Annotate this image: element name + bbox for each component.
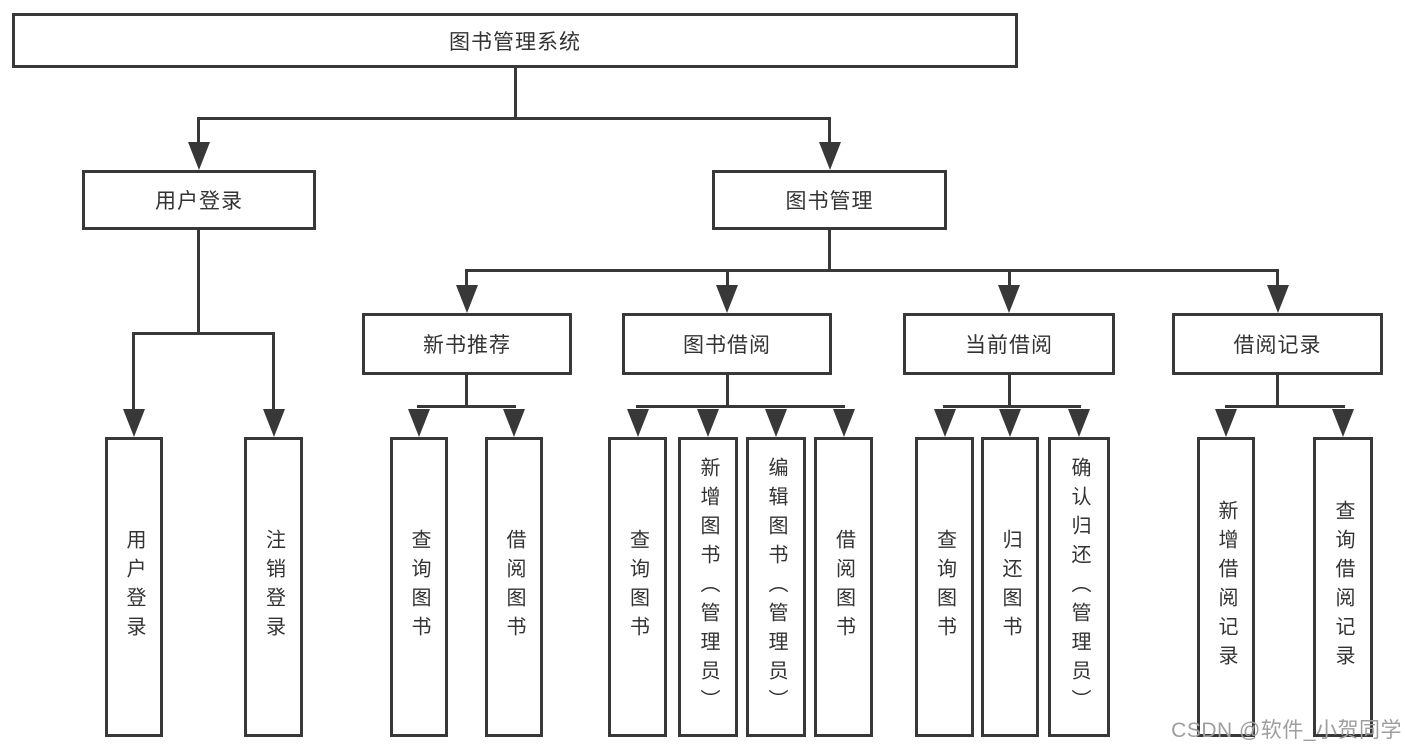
arrow-down-icon bbox=[188, 142, 210, 170]
arrow-down-icon bbox=[833, 409, 855, 437]
arrow-down-icon bbox=[819, 142, 841, 170]
leaf-add-book-admin-label: 新增图书（管理员） bbox=[697, 456, 719, 718]
connector-drop bbox=[726, 269, 729, 287]
leaf-add-borrow-record: 新增借阅记录 bbox=[1197, 437, 1255, 737]
leaf-logout: 注销登录 bbox=[244, 437, 303, 737]
arrow-down-icon bbox=[1215, 409, 1237, 437]
connector-bar bbox=[417, 405, 516, 408]
connector-drop bbox=[1276, 269, 1279, 287]
connector-drop bbox=[828, 117, 831, 145]
leaf-user-login: 用户登录 bbox=[105, 437, 163, 737]
watermark: CSDN @软件_小贺同学 bbox=[1171, 719, 1402, 742]
arrow-down-icon bbox=[934, 409, 956, 437]
leaf-query-books-borrow: 查询图书 bbox=[608, 437, 667, 737]
connector-drop bbox=[132, 332, 135, 410]
connector-drop bbox=[197, 117, 200, 145]
node-root: 图书管理系统 bbox=[12, 13, 1018, 68]
arrow-down-icon bbox=[408, 409, 430, 437]
connector-user-login-stem bbox=[197, 230, 200, 335]
connector-level1-bar bbox=[197, 117, 831, 120]
node-current-borrow: 当前借阅 bbox=[903, 313, 1115, 375]
leaf-query-borrow-record: 查询借阅记录 bbox=[1313, 437, 1373, 737]
node-borrow-record: 借阅记录 bbox=[1172, 313, 1383, 375]
leaf-confirm-return-admin-label: 确认归还（管理员） bbox=[1068, 456, 1090, 718]
leaf-edit-book-admin: 编辑图书（管理员） bbox=[746, 437, 806, 737]
node-user-login: 用户登录 bbox=[82, 170, 316, 230]
connector-stem bbox=[726, 375, 729, 408]
arrow-down-icon bbox=[697, 409, 719, 437]
leaf-return-book-label: 归还图书 bbox=[999, 529, 1021, 645]
leaf-add-book-admin: 新增图书（管理员） bbox=[678, 437, 738, 737]
node-borrow-record-label: 借阅记录 bbox=[1233, 334, 1322, 357]
leaf-logout-label: 注销登录 bbox=[262, 529, 285, 645]
arrow-down-icon bbox=[123, 409, 145, 437]
connector-drop bbox=[272, 332, 275, 410]
leaf-add-borrow-record-label: 新增借阅记录 bbox=[1215, 500, 1237, 674]
arrow-down-icon bbox=[716, 285, 738, 313]
arrow-down-icon bbox=[1332, 409, 1354, 437]
leaf-confirm-return-admin: 确认归还（管理员） bbox=[1048, 437, 1110, 737]
leaf-query-books-current: 查询图书 bbox=[915, 437, 974, 737]
connector-stem bbox=[1276, 375, 1279, 408]
arrow-down-icon bbox=[503, 409, 525, 437]
leaf-query-books-recommend: 查询图书 bbox=[390, 437, 448, 737]
connector-stem bbox=[1008, 375, 1011, 408]
leaf-borrow-books-label: 借阅图书 bbox=[832, 529, 855, 645]
leaf-user-login-label: 用户登录 bbox=[123, 529, 145, 645]
arrow-down-icon bbox=[456, 285, 478, 313]
connector-user-login-bar bbox=[132, 332, 275, 335]
leaf-query-borrow-record-label: 查询借阅记录 bbox=[1332, 500, 1354, 674]
leaf-return-book: 归还图书 bbox=[981, 437, 1039, 737]
arrow-down-icon bbox=[999, 409, 1021, 437]
node-book-borrow-label: 图书借阅 bbox=[683, 334, 771, 357]
arrow-down-icon bbox=[1068, 409, 1090, 437]
leaf-borrow-books: 借阅图书 bbox=[814, 437, 873, 737]
connector-stem bbox=[465, 375, 468, 408]
leaf-borrow-books-recommend: 借阅图书 bbox=[485, 437, 543, 737]
leaf-borrow-books-recommend-label: 借阅图书 bbox=[503, 529, 525, 645]
leaf-query-books-recommend-label: 查询图书 bbox=[408, 529, 430, 645]
leaf-query-books-current-label: 查询图书 bbox=[933, 529, 956, 645]
connector-level3-bar bbox=[465, 269, 1279, 272]
node-book-borrow: 图书借阅 bbox=[622, 313, 832, 375]
leaf-edit-book-admin-label: 编辑图书（管理员） bbox=[765, 456, 787, 718]
leaf-query-books-borrow-label: 查询图书 bbox=[626, 529, 649, 645]
arrow-down-icon bbox=[765, 409, 787, 437]
connector-bar bbox=[636, 405, 845, 408]
connector-book-mgmt-stem bbox=[828, 230, 831, 272]
node-book-management-label: 图书管理 bbox=[785, 190, 874, 213]
arrow-down-icon bbox=[627, 409, 649, 437]
connector-root-stem bbox=[514, 67, 517, 119]
arrow-down-icon bbox=[998, 285, 1020, 313]
connector-drop bbox=[1008, 269, 1011, 287]
arrow-down-icon bbox=[263, 409, 285, 437]
node-book-management: 图书管理 bbox=[712, 170, 947, 230]
connector-bar bbox=[1225, 405, 1345, 408]
connector-drop bbox=[465, 269, 468, 287]
node-new-book-recommend: 新书推荐 bbox=[362, 313, 572, 375]
connector-bar bbox=[943, 405, 1081, 408]
node-current-borrow-label: 当前借阅 bbox=[965, 334, 1053, 357]
node-user-login-label: 用户登录 bbox=[155, 190, 243, 213]
node-new-book-recommend-label: 新书推荐 bbox=[423, 334, 511, 357]
arrow-down-icon bbox=[1267, 285, 1289, 313]
node-root-label: 图书管理系统 bbox=[449, 30, 581, 54]
